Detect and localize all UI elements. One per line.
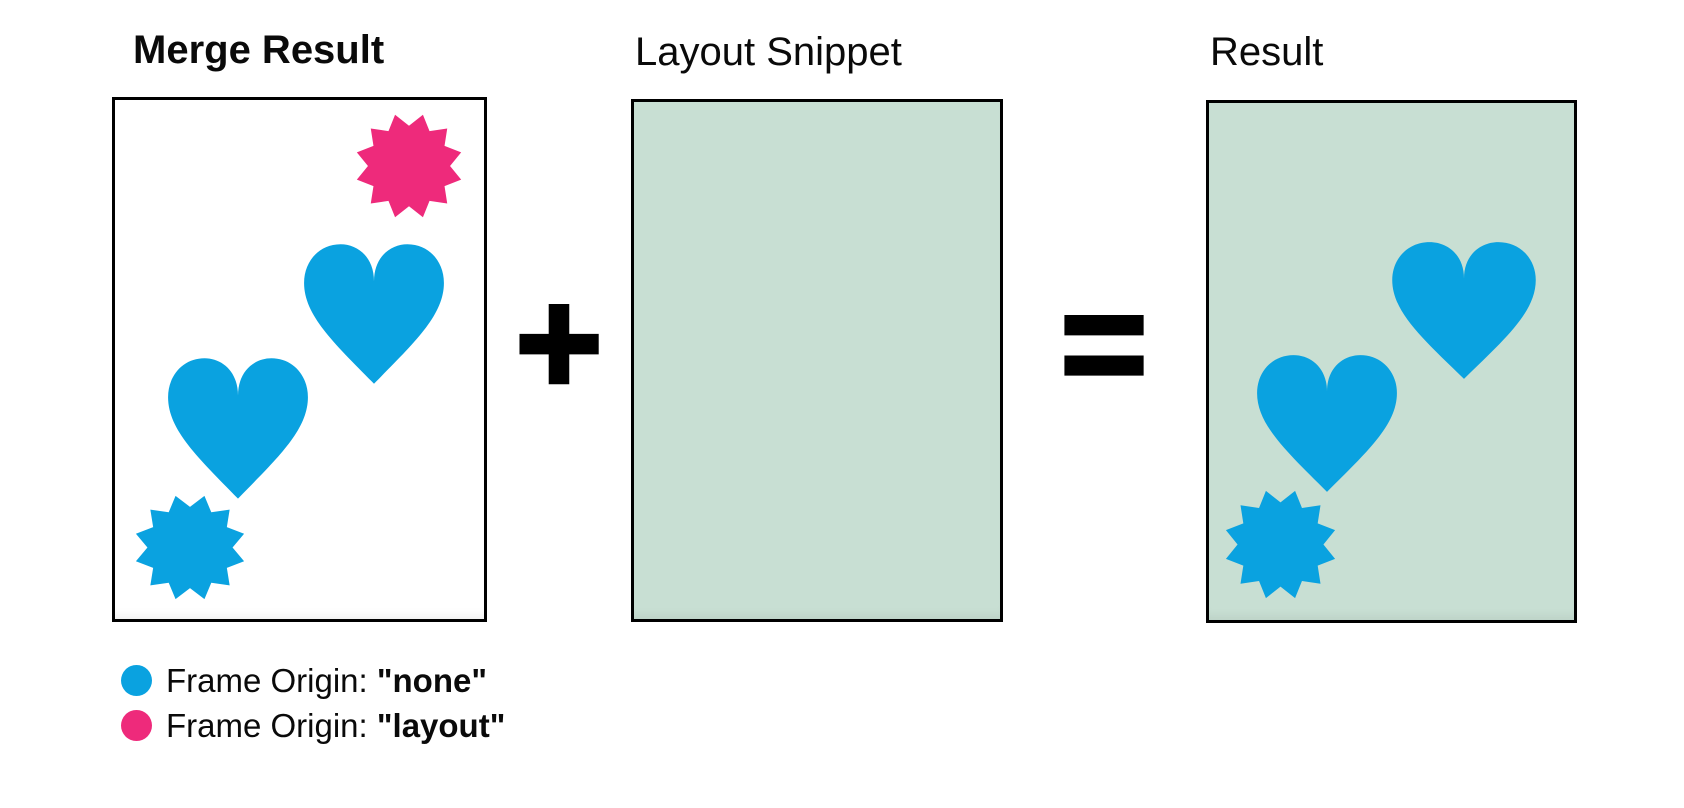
layout-snippet-panel — [631, 99, 1003, 622]
starburst-icon — [135, 495, 245, 600]
heart-icon — [304, 244, 444, 384]
legend-label-layout: Frame Origin: "layout" — [166, 707, 505, 745]
legend-row-none: Frame Origin: "none" — [121, 658, 505, 703]
equals-operator: = — [1058, 259, 1150, 427]
legend-row-layout: Frame Origin: "layout" — [121, 703, 505, 748]
starburst-icon — [356, 114, 462, 218]
pink-dot-icon — [121, 710, 152, 741]
legend-none-value: "none" — [376, 661, 487, 699]
heart-icon — [1257, 355, 1397, 492]
merge-result-title: Merge Result — [133, 28, 385, 72]
legend-layout-value: "layout" — [376, 706, 506, 744]
result-title: Result — [1210, 30, 1324, 74]
layout-snippet-title: Layout Snippet — [635, 30, 902, 74]
heart-icon — [1392, 242, 1536, 379]
legend-label-none: Frame Origin: "none" — [166, 662, 487, 700]
blue-dot-icon — [121, 665, 152, 696]
legend-layout-prefix: Frame Origin: — [166, 706, 377, 744]
legend: Frame Origin: "none" Frame Origin: "layo… — [121, 658, 505, 748]
starburst-icon — [1225, 490, 1336, 599]
heart-icon — [168, 358, 308, 499]
plus-operator: + — [513, 258, 605, 426]
legend-none-prefix: Frame Origin: — [166, 661, 377, 699]
